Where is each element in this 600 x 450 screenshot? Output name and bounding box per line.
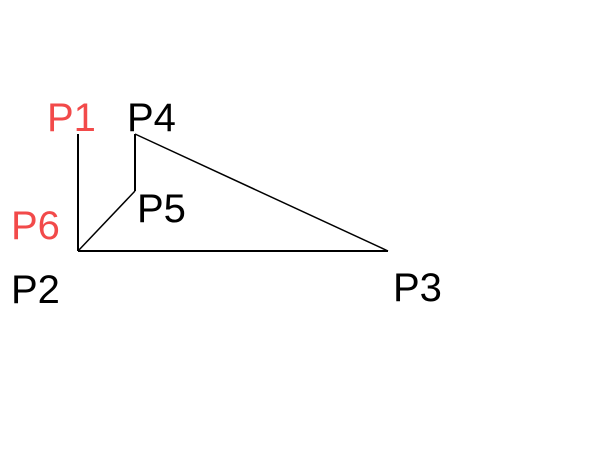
- point-label-p4: P4: [127, 96, 176, 140]
- segment-p3-p4: [134, 133, 389, 252]
- point-label-p2: P2: [11, 268, 60, 312]
- point-label-p6: P6: [11, 204, 60, 248]
- point-label-p3: P3: [393, 266, 442, 310]
- segment-p5-p6: [77, 190, 136, 252]
- point-label-p5: P5: [137, 187, 186, 231]
- point-label-p1: P1: [47, 96, 96, 140]
